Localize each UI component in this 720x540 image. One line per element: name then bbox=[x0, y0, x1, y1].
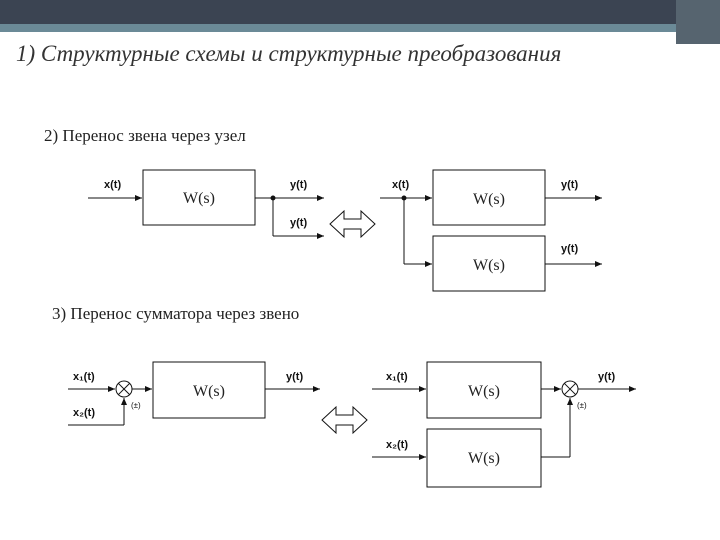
d2l-block bbox=[142, 169, 256, 226]
d2r-out1-label: y(t) bbox=[561, 179, 578, 191]
d3r-block1 bbox=[426, 361, 542, 419]
d3-equivalence-arrow bbox=[321, 405, 368, 435]
d2l-input-label: x(t) bbox=[104, 179, 121, 191]
section-3-heading: 3) Перенос сумматора через звено bbox=[52, 304, 300, 323]
d2r-branch-node bbox=[401, 195, 407, 201]
d3r-input1-label: x₁(t) bbox=[386, 371, 408, 383]
d3l-block-label: W(s) bbox=[193, 383, 225, 400]
top-bar-accent bbox=[0, 24, 720, 32]
section-2-heading: 2) Перенос звена через узел bbox=[44, 126, 246, 145]
d3l-block bbox=[152, 361, 266, 419]
d2r-block2-label: W(s) bbox=[473, 257, 505, 274]
slide-title: 1) Структурные схемы и структурные преоб… bbox=[16, 41, 562, 66]
d3r-output-label: y(t) bbox=[598, 371, 615, 383]
d2l-out2-label: y(t) bbox=[290, 217, 307, 229]
d2r-block1-label: W(s) bbox=[473, 191, 505, 208]
d2l-branch-node bbox=[270, 195, 276, 201]
d3l-summator-cross-b bbox=[117, 382, 131, 396]
d3r-summator-cross-b bbox=[563, 382, 577, 396]
d3l-output-label: y(t) bbox=[286, 371, 303, 383]
diagram3-left bbox=[68, 361, 320, 426]
d2-equivalence-arrow bbox=[329, 209, 376, 239]
d3r-block2 bbox=[426, 428, 542, 488]
d3r-input2-label: x₂(t) bbox=[386, 439, 408, 451]
d3r-block2-label: W(s) bbox=[468, 450, 500, 467]
d2r-block2 bbox=[432, 235, 546, 292]
top-bar bbox=[0, 0, 720, 24]
diagram2-left bbox=[88, 169, 324, 239]
diagram2-right bbox=[380, 169, 602, 292]
d3r-block1-label: W(s) bbox=[468, 383, 500, 400]
d3r-sign-label: (±) bbox=[577, 401, 587, 410]
d2l-out1-label: y(t) bbox=[290, 179, 307, 191]
d3l-input2-label: x₂(t) bbox=[73, 407, 95, 419]
d2r-out2-label: y(t) bbox=[561, 243, 578, 255]
d2r-block1 bbox=[432, 169, 546, 226]
d2r-input-label: x(t) bbox=[392, 179, 409, 191]
corner-block bbox=[676, 0, 720, 44]
d2l-block-label: W(s) bbox=[183, 190, 215, 207]
d3l-input1-label: x₁(t) bbox=[73, 371, 95, 383]
d3l-sign-label: (±) bbox=[131, 401, 141, 410]
diagram3-right bbox=[372, 361, 636, 488]
